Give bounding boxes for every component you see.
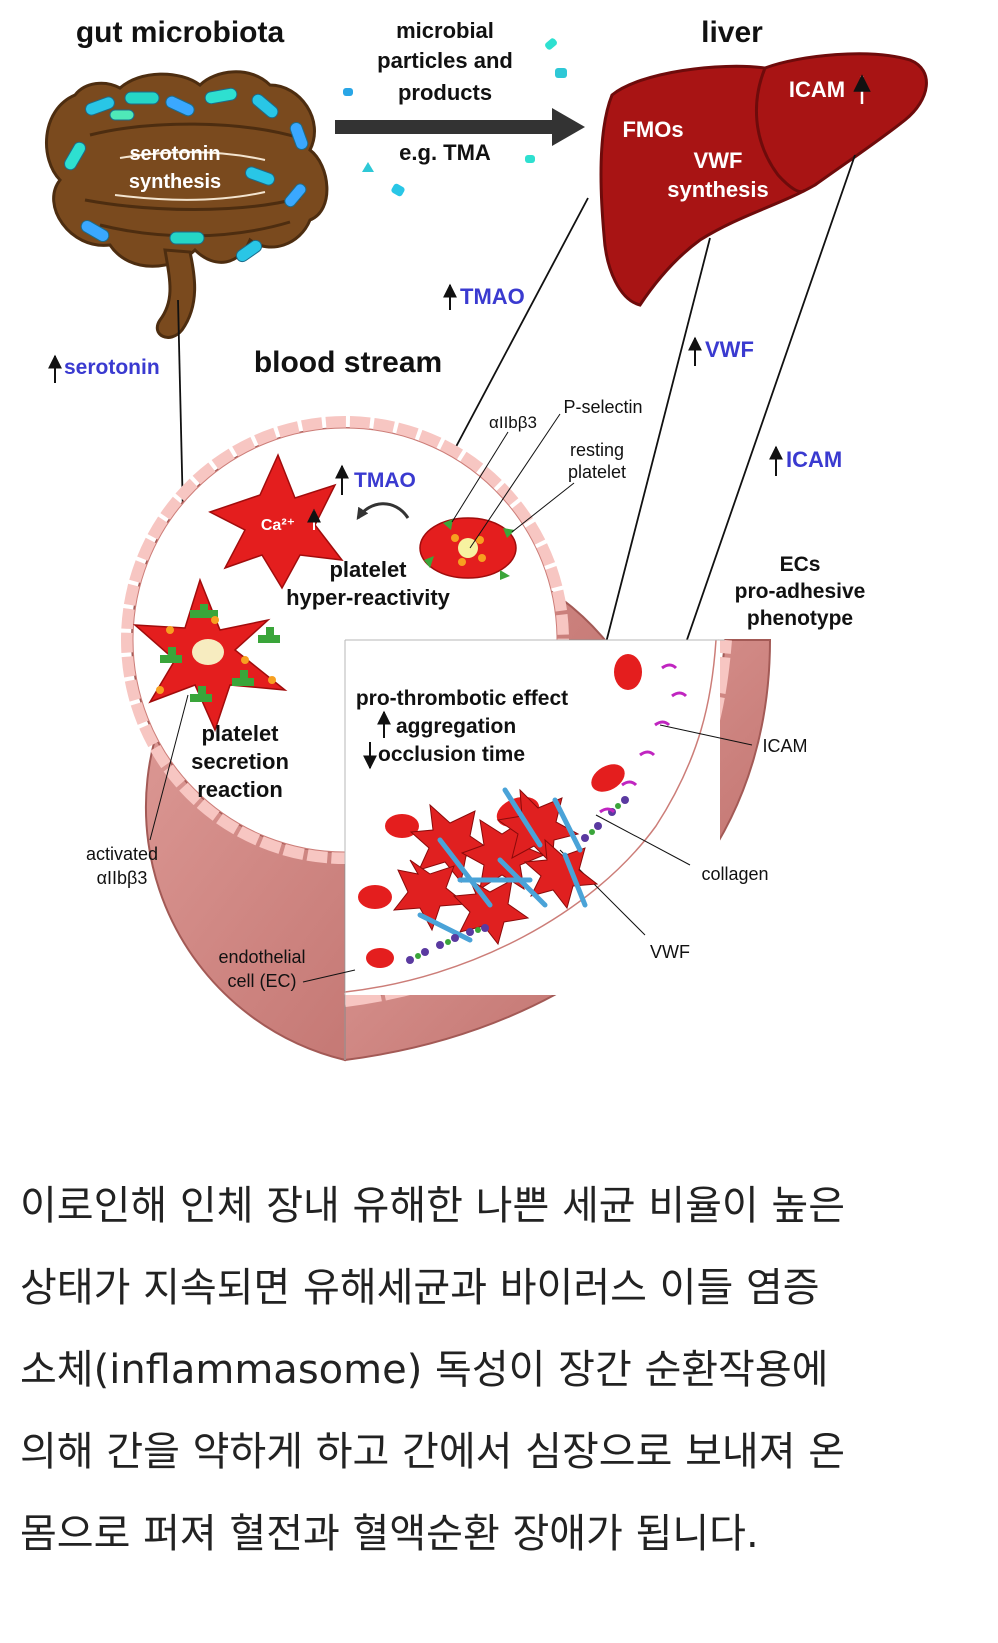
upregulation-labels: TMAO serotonin VWF ICAM [48, 283, 842, 476]
microbial-products-arrow: microbial particles and products e.g. TM… [335, 18, 585, 197]
activated-platelet-ca: Ca²⁺ [208, 453, 344, 590]
arrow-label-products: products [398, 80, 492, 105]
vwf-up-label: VWF [705, 337, 754, 362]
thrombus [358, 654, 642, 968]
hyper-label-1: platelet [329, 557, 407, 582]
activated-label-2: αIIbβ3 [97, 868, 148, 888]
liver-synthesis: synthesis [667, 177, 769, 202]
hyper-label-2: hyper-reactivity [286, 585, 451, 610]
liver-fmos: FMOs [622, 117, 683, 142]
secreting-platelet [132, 577, 288, 733]
arrow-label-tma: e.g. TMA [399, 140, 491, 165]
bacteria-cluster [64, 87, 309, 263]
caption-line-4: 의해 간을 약하게 하고 간에서 심장으로 보내져 온 [20, 1429, 846, 1475]
endothelial-label-2: cell (EC) [227, 971, 296, 991]
icam-molecules [599, 663, 688, 814]
occlusion-label: occlusion time [378, 743, 525, 766]
resting-label-1: resting [570, 440, 624, 460]
alpha-label: αIIbβ3 [489, 413, 537, 432]
arrow-label-particles: particles and [377, 48, 513, 73]
ecs-label-1: ECs [780, 553, 821, 576]
caption-line-5: 몸으로 퍼져 혈전과 혈액순환 장애가 됩니다. [20, 1511, 759, 1557]
ecs-label-3: phenotype [747, 607, 853, 630]
serotonin-up-label: serotonin [64, 356, 160, 379]
tmao-arrow [431, 197, 589, 494]
gut-label-synthesis: synthesis [129, 171, 221, 193]
icam-up-label: ICAM [786, 447, 842, 472]
secretion-label-3: reaction [197, 777, 283, 802]
resting-label-2: platelet [568, 462, 626, 482]
liver-title: liver [701, 16, 763, 49]
gut-microbiota: gut microbiota serotonin synthesis [45, 16, 329, 339]
collagen-label: collagen [701, 864, 768, 884]
tmao-inner-label: TMAO [354, 469, 416, 492]
p-selectin-label: P-selectin [563, 397, 642, 417]
microbial-particles [343, 38, 567, 197]
liver-vwf: VWF [694, 148, 743, 173]
arrow-label-microbial: microbial [396, 18, 494, 43]
endothelial-label-1: endothelial [218, 947, 305, 967]
tmao-up-label: TMAO [460, 284, 525, 309]
korean-caption: 이로인해 인체 장내 유해한 나쁜 세균 비율이 높은 상태가 지속되면 유해세… [20, 1165, 980, 1575]
icam-arrow [669, 154, 856, 685]
caption-line-3: 소체(inflammasome) 독성이 장간 순환작용에 [20, 1347, 829, 1393]
caption-line-2: 상태가 지속되면 유해세균과 바이러스 이들 염증 [20, 1265, 820, 1311]
liver: liver ICAM FMOs VWF synthesis [599, 16, 928, 307]
secretion-label-1: platelet [201, 721, 279, 746]
blood-stream-title: blood stream [254, 346, 442, 379]
caption-line-1: 이로인해 인체 장내 유해한 나쁜 세균 비율이 높은 [20, 1183, 846, 1229]
aggregation-label: aggregation [396, 715, 516, 738]
gut-liver-blood-diagram: gut microbiota serotonin synthesis micr [45, 16, 928, 1062]
vwf-label: VWF [650, 942, 690, 962]
transition-arrow-icon [356, 502, 410, 520]
secretion-label-2: secretion [191, 749, 289, 774]
activated-label-1: activated [86, 844, 158, 864]
gut-title: gut microbiota [76, 16, 285, 49]
gut-label-serotonin: serotonin [129, 143, 220, 165]
calcium-label: Ca²⁺ [261, 517, 295, 534]
prothrombotic-label: pro-thrombotic effect [356, 687, 568, 710]
icam-label: ICAM [763, 736, 808, 756]
resting-platelet [419, 517, 517, 580]
liver-icam: ICAM [789, 77, 845, 102]
ecs-label-2: pro-adhesive [735, 580, 866, 603]
